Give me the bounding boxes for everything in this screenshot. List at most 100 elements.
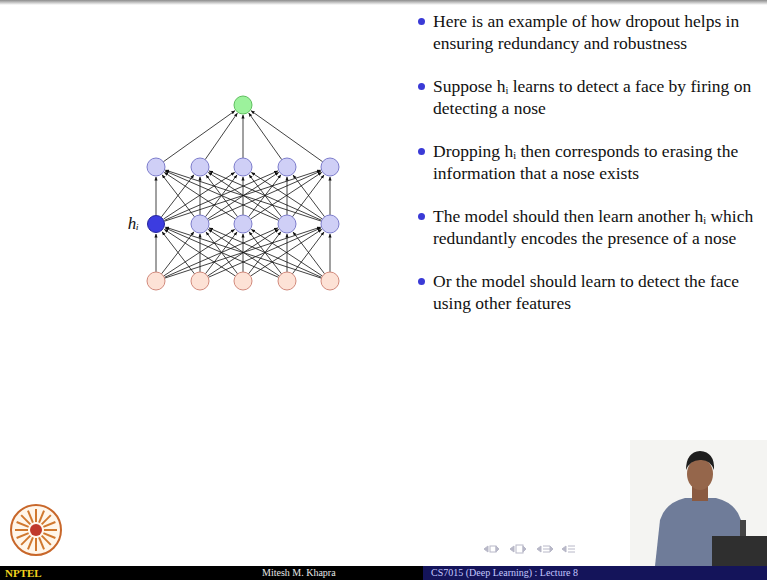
weight-arrow [164, 229, 235, 276]
bullet-text: Suppose hᵢ learns to detect a face by fi… [433, 76, 758, 119]
weight-arrow [243, 115, 244, 158]
bullet-dot [418, 213, 425, 220]
bullet-dot [418, 278, 425, 285]
bullet-dot [418, 148, 425, 155]
weight-arrow [293, 232, 325, 274]
speaker-mic [740, 520, 746, 536]
nav-arrow [562, 546, 566, 552]
logo-spoke [21, 536, 30, 545]
weight-arrow [165, 227, 321, 278]
weight-arrow [293, 175, 325, 217]
weight-arrow [165, 228, 279, 277]
logo-spoke [39, 511, 44, 523]
speaker-hair [686, 451, 714, 470]
logo-text: NPTEL [5, 566, 42, 580]
logo-spoke [35, 538, 37, 551]
nav-arrow [550, 546, 553, 552]
weight-arrow [164, 172, 235, 219]
hidden-unit [191, 215, 209, 233]
author-name: Mitesh M. Khapra [262, 566, 336, 580]
weight-arrow [163, 111, 235, 162]
logo-spoke [17, 522, 29, 527]
input-unit [278, 272, 296, 290]
weight-arrow [165, 170, 321, 221]
bullet-item: Suppose hᵢ learns to detect a face by fi… [418, 76, 758, 119]
footer-title-bar [423, 566, 767, 580]
lecture-title: CS7015 (Deep Learning) : Lecture 8 [431, 566, 578, 580]
speaker-desk [712, 536, 767, 566]
top-rule [0, 0, 767, 5]
logo-spoke [35, 509, 37, 522]
bullet-dot [418, 83, 425, 90]
hidden-unit [234, 158, 252, 176]
weight-arrow [251, 229, 322, 276]
output-unit [234, 96, 252, 114]
weight-arrow [251, 111, 323, 162]
logo-spoke [39, 537, 44, 549]
nav-arrow [496, 546, 499, 552]
hidden-unit [278, 158, 296, 176]
hidden-unit [321, 215, 339, 233]
logo-spoke [44, 529, 57, 531]
weight-arrow [292, 175, 324, 217]
bullet-list: Here is an example of how dropout helps … [418, 11, 758, 336]
weight-arrow [251, 229, 322, 276]
logo-spoke [21, 515, 30, 524]
logo-spoke [28, 537, 33, 549]
logo-spoke [43, 522, 55, 527]
hidden-unit [191, 158, 209, 176]
unit-label: hᵢ [128, 214, 139, 234]
weight-arrow [164, 229, 235, 276]
logo-spoke [43, 533, 55, 538]
weight-arrow [330, 177, 331, 215]
bullet-item: Or the model should learn to detect the … [418, 271, 758, 314]
weight-arrow [208, 228, 321, 277]
nptel-logo [11, 505, 61, 555]
weight-arrow [166, 170, 322, 221]
nav-arrow [484, 546, 488, 552]
nav-arrow [523, 546, 526, 552]
logo-spokes [15, 509, 57, 551]
weight-arrow [205, 113, 237, 159]
bullet-item: The model should then learn another hᵢ w… [418, 206, 758, 249]
nav-icon [568, 546, 575, 552]
weight-arrow [166, 227, 322, 278]
hidden-unit [321, 158, 339, 176]
hidden-unit [234, 215, 252, 233]
logo-spoke [42, 536, 51, 545]
network-weights [156, 111, 330, 278]
input-unit [191, 272, 209, 290]
logo-spoke [28, 511, 33, 523]
weight-arrow [156, 234, 157, 272]
hidden-unit [147, 158, 165, 176]
bullet-text: Dropping hᵢ then corresponds to erasing … [433, 141, 758, 184]
weight-arrow [164, 172, 235, 219]
nav-symbols [484, 545, 575, 553]
weight-arrow [208, 171, 321, 220]
weight-arrow [209, 171, 322, 220]
weight-arrow [209, 228, 322, 277]
nav-icon [516, 545, 523, 553]
nav-arrow [537, 546, 541, 552]
weight-arrow [251, 172, 322, 219]
weight-arrow [251, 172, 322, 219]
footer-bar [0, 566, 767, 580]
logo-spoke [17, 533, 29, 538]
weight-arrow [330, 234, 331, 272]
input-unit [147, 272, 165, 290]
hidden-unit [278, 215, 296, 233]
bullet-item: Dropping hᵢ then corresponds to erasing … [418, 141, 758, 184]
logo-spoke [42, 515, 51, 524]
bullet-dot [418, 18, 425, 25]
nav-icon [543, 546, 550, 552]
input-unit [234, 272, 252, 290]
network-units [147, 96, 339, 290]
bullet-text: The model should then learn another hᵢ w… [433, 206, 758, 249]
weight-arrow [156, 177, 157, 215]
bullet-item: Here is an example of how dropout helps … [418, 11, 758, 54]
speaker-video [630, 440, 767, 566]
input-unit [321, 272, 339, 290]
nav-arrow [510, 546, 514, 552]
logo-center [30, 524, 42, 536]
